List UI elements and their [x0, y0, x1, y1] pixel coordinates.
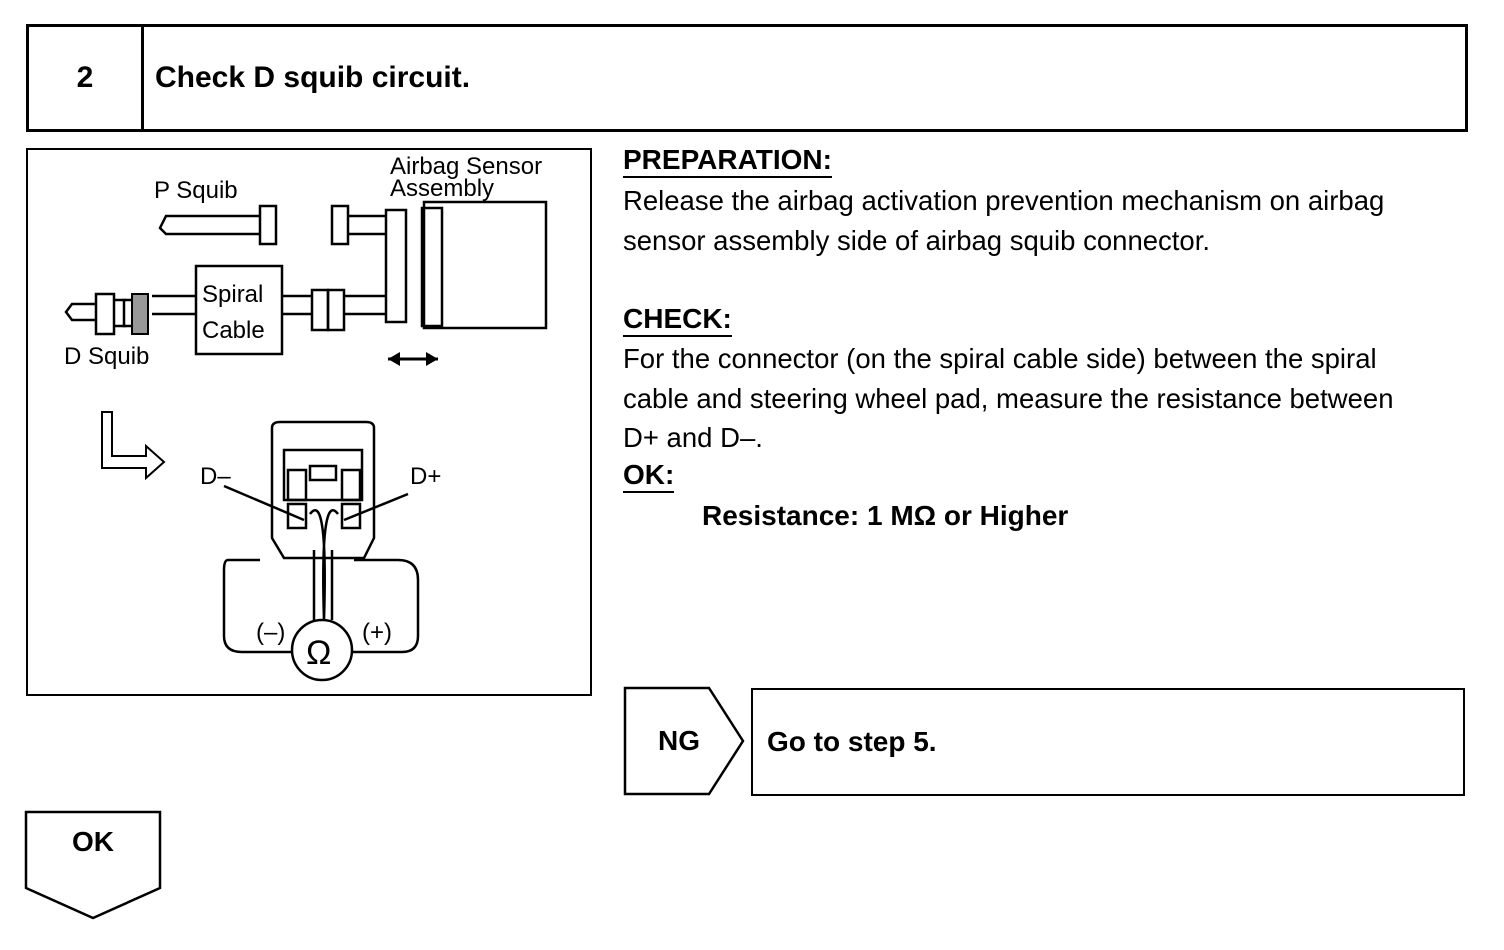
sensor-connector — [420, 206, 444, 328]
airbag-sensor-box — [422, 200, 548, 330]
meter-minus-label: (–) — [256, 619, 285, 646]
check-line: D+ and D–. — [623, 422, 763, 453]
preparation-line: sensor assembly side of airbag squib con… — [623, 224, 1210, 256]
connector-diagram: Airbag Sensor Assembly P Squib D Squib S… — [26, 148, 592, 696]
d-squib-connector — [94, 292, 116, 336]
d-plus-label: D+ — [410, 463, 441, 490]
check-line: cable and steering wheel pad, measure th… — [623, 382, 1394, 414]
meter-plus-label: (+) — [362, 619, 392, 646]
step-title: Check D squib circuit. — [155, 61, 471, 94]
preparation-heading: PREPARATION: — [623, 144, 832, 178]
p-squib-label: P Squib — [154, 177, 238, 204]
preparation-line: Release the airbag activation prevention… — [623, 185, 1385, 216]
preparation-text: Release the airbag activation prevention… — [623, 181, 1473, 260]
check-text: For the connector (on the spiral cable s… — [623, 339, 1473, 458]
d-squib-label: D Squib — [64, 343, 149, 370]
spiral-label: Spiral — [202, 281, 263, 308]
ng-action-box: Go to step 5. — [751, 688, 1465, 796]
diagram-drawing: Airbag Sensor Assembly P Squib D Squib S… — [64, 153, 548, 682]
airbag-sensor-label: Airbag Sensor — [390, 153, 542, 180]
ng-action-text: Go to step 5. — [767, 726, 937, 757]
resistance-spec: Resistance: 1 MΩ or Higher — [702, 500, 1069, 531]
step-header: 2 Check D squib circuit. — [26, 24, 1468, 132]
ohmmeter-dial — [290, 618, 354, 682]
step-number: 2 — [29, 27, 144, 129]
ok-label: OK — [72, 826, 114, 857]
ohm-symbol: Ω — [306, 634, 331, 672]
p-squib-connector — [258, 204, 278, 246]
check-line: For the connector (on the spiral cable s… — [623, 343, 1377, 374]
ok-heading: OK: — [623, 459, 675, 493]
check-heading: CHECK: — [623, 303, 732, 337]
ok-arrow-shape — [24, 810, 162, 920]
sensor-side-connector — [384, 208, 408, 324]
ng-arrow-shape — [623, 686, 745, 796]
ng-label: NG — [658, 725, 700, 756]
spiral-cable-box — [194, 264, 284, 356]
cable-label: Cable — [202, 317, 265, 344]
d-minus-label: D– — [200, 463, 231, 490]
airbag-sensor-label-2: Assembly — [390, 175, 494, 202]
